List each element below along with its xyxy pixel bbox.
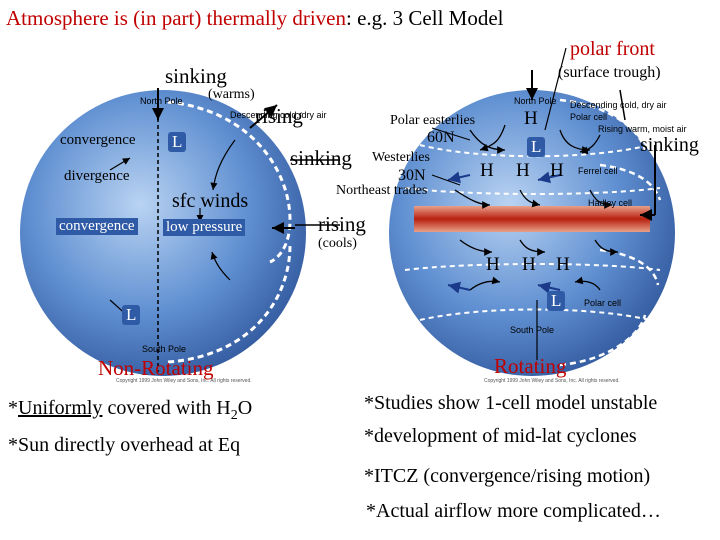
convergence-bottom-label: convergence — [56, 218, 138, 235]
high-pressure-top: H — [524, 108, 538, 129]
high-pressure-row1-2: H — [516, 160, 530, 181]
cools-label: (cools) — [318, 236, 357, 251]
rising-mid-label: rising — [318, 212, 366, 236]
note-uniform-end: O — [237, 397, 253, 419]
right-surface-arrows — [454, 124, 619, 291]
sfc-winds-label: sfc winds — [172, 190, 249, 212]
ferrel-cell-right: Ferrel cell — [578, 166, 618, 176]
westerlies-label: Westerlies — [372, 150, 430, 165]
page-title: Atmosphere is (in part) thermally driven… — [6, 6, 503, 31]
polar-easterlies-pointer — [431, 127, 471, 141]
copyright-left: Copyright 1999 John Wiley and Sons, Inc.… — [116, 378, 252, 384]
convergence-top-label: convergence — [60, 132, 136, 148]
sinking-left-label: sinking — [165, 64, 227, 88]
note-uniformly-covered: *Uniformly covered with H2O — [8, 397, 252, 424]
south-pole-right: South Pole — [510, 325, 555, 335]
hadley-cell-right: Hadley cell — [588, 198, 633, 208]
left-cell-loop-north — [167, 100, 292, 264]
note-1cell-unstable: *Studies show 1-cell model unstable — [364, 392, 658, 414]
polar-front-pointer — [544, 47, 567, 131]
warms-label: (warms) — [208, 87, 255, 102]
note-sun-overhead: *Sun directly overhead at Eq — [8, 434, 241, 456]
polar-cell-right: Polar cell — [570, 112, 608, 122]
sinking-mid-label: sinking — [290, 146, 352, 170]
high-pressure-row1-1: H — [480, 160, 494, 181]
surface-trough-label: (surface trough) — [558, 64, 661, 81]
left-rising-arrow — [249, 104, 278, 129]
latitude-lines — [404, 144, 661, 321]
note-uniform-prefix: * — [8, 397, 18, 419]
lat-30-label: 30N — [398, 167, 426, 184]
note-actual-airflow: *Actual airflow more complicated… — [366, 500, 661, 522]
polar-cell-right-south: Polar cell — [584, 298, 622, 308]
non-rotating-label: Non-Rotating — [98, 356, 214, 380]
north-pole-right: North Pole — [514, 96, 557, 106]
high-pressure-row2-1: H — [486, 254, 500, 275]
divergence-label: divergence — [64, 168, 130, 184]
left-cell-loop-south — [167, 244, 292, 364]
note-midlat-cyclones: *development of mid-lat cyclones — [364, 425, 637, 447]
low-pressure-l-right-top: L — [527, 137, 546, 157]
low-pressure-l-bottom: L — [122, 305, 141, 325]
north-pole-left: North Pole — [140, 96, 183, 106]
westerlies-pointer — [431, 174, 461, 186]
rotating-label: Rotating — [494, 354, 567, 378]
note-uniform-sub: 2 — [230, 408, 238, 423]
right-wind-arrows — [447, 171, 561, 294]
northeast-trades-label: Northeast trades — [336, 183, 428, 198]
descending-air-right: Descending cold, dry air — [570, 100, 667, 110]
itcz-band — [414, 206, 650, 232]
descending-air-left: Descending cold, dry air — [230, 110, 327, 120]
low-pressure-label: low pressure — [163, 219, 246, 236]
high-pressure-row1-3: H — [550, 160, 564, 181]
south-pole-left: South Pole — [142, 344, 187, 354]
note-itcz: *ITCZ (convergence/rising motion) — [364, 465, 651, 487]
note-uniform-rest: covered with H — [102, 397, 231, 419]
title-rest: : e.g. 3 Cell Model — [346, 6, 504, 30]
right-globe — [389, 47, 675, 376]
sinking-right-label: sinking — [640, 134, 699, 156]
surface-trough-pointer — [619, 89, 626, 121]
low-pressure-l-right-bottom: L — [547, 291, 566, 311]
low-pressure-l-top: L — [168, 132, 187, 152]
title-main: Atmosphere is (in part) thermally driven — [6, 6, 346, 30]
rising-top-label: rising — [255, 104, 303, 128]
lat-60-label: 60N — [427, 129, 455, 146]
high-pressure-row2-2: H — [522, 254, 536, 275]
right-globe-sphere — [389, 90, 675, 376]
copyright-right: Copyright 1999 John Wiley and Sons, Inc.… — [484, 378, 620, 384]
rising-air-right: Rising warm, moist air — [598, 124, 687, 134]
high-pressure-row2-3: H — [556, 254, 570, 275]
polar-front-label: polar front — [570, 38, 655, 60]
note-uniform-word: Uniformly — [18, 397, 103, 419]
polar-easterlies-label: Polar easterlies — [390, 113, 476, 128]
